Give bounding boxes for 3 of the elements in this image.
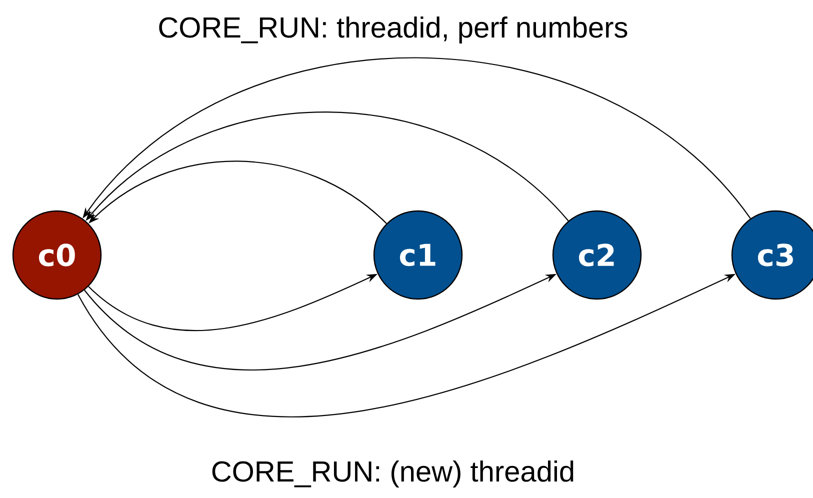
group-label: CORE_RUN: threadid, perf numbers <box>159 16 628 44</box>
group-label: CORE_RUN: (new) threadid <box>212 460 574 488</box>
arrow <box>82 57 751 219</box>
